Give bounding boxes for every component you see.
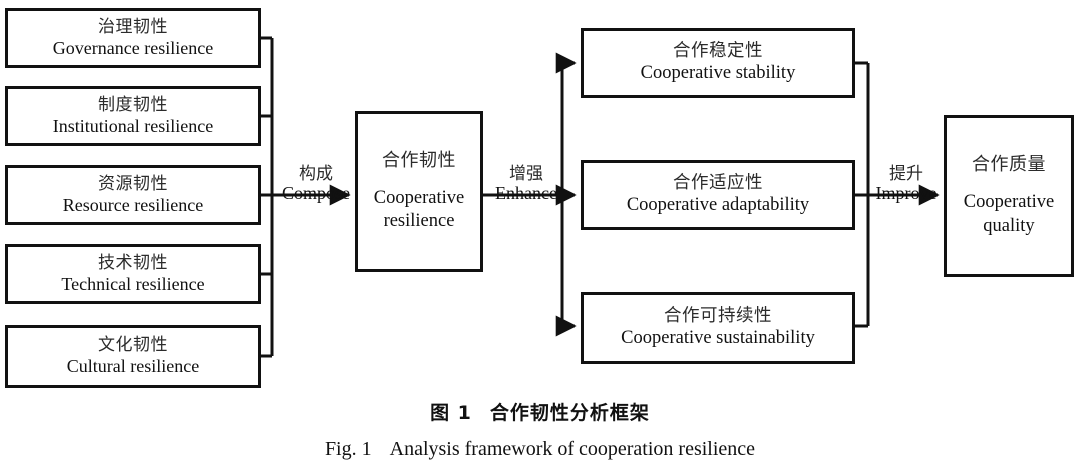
edge-label-enhance-en: Enhance [495,182,557,203]
result-label-en-line2: quality [983,215,1035,236]
input-label-en: Cultural resilience [66,356,200,377]
input-label-en: Governance resilience [52,37,214,58]
outcome-label-en: Cooperative sustainability [621,327,815,348]
result-label-en-line1: Cooperative [963,192,1055,213]
edge-label-enhance: 增强 Enhance [487,164,565,203]
input-box-cultural-resilience[interactable]: 文化韧性 Cultural resilience [5,325,261,388]
input-label-en: Resource resilience [62,194,204,215]
outcome-label-cn: 合作稳定性 [673,41,763,62]
figure-caption-en: Fig. 1 Analysis framework of cooperation … [0,438,1080,461]
outcome-box-cooperative-stability[interactable]: 合作稳定性 Cooperative stability [581,28,855,98]
outcome-box-cooperative-sustainability[interactable]: 合作可持续性 Cooperative sustainability [581,292,855,364]
input-label-cn: 技术韧性 [98,252,168,273]
edge-label-enhance-cn: 增强 [509,164,543,184]
figure-caption-cn-text: 合作韧性分析框架 [489,402,650,424]
result-box-cooperative-quality[interactable]: 合作质量 Cooperative quality [944,115,1074,277]
core-box-cooperative-resilience[interactable]: 合作韧性 Cooperative resilience [355,111,483,272]
figure-caption-cn-number: 图 1 [430,402,472,424]
input-label-en: Institutional resilience [52,115,214,136]
figure-caption-cn: 图 1 合作韧性分析框架 [0,398,1080,425]
input-label-en: Technical resilience [61,273,205,294]
outcome-label-cn: 合作适应性 [673,173,763,194]
input-box-technical-resilience[interactable]: 技术韧性 Technical resilience [5,244,261,304]
input-label-cn: 资源韧性 [98,173,168,194]
input-label-cn: 治理韧性 [98,16,168,37]
input-box-resource-resilience[interactable]: 资源韧性 Resource resilience [5,165,261,225]
outcome-label-cn: 合作可持续性 [664,306,772,327]
core-label-en-line1: Cooperative [373,187,465,208]
edge-label-improve-en: Improve [875,182,937,203]
figure-caption-en-text: Analysis framework of cooperation resili… [389,438,756,460]
edge-label-improve: 提升 Improve [870,164,942,203]
result-label-cn: 合作质量 [972,154,1046,176]
input-label-cn: 制度韧性 [98,94,168,115]
outcome-box-cooperative-adaptability[interactable]: 合作适应性 Cooperative adaptability [581,160,855,230]
outcome-label-en: Cooperative adaptability [626,194,810,215]
input-label-cn: 文化韧性 [98,335,168,356]
input-box-governance-resilience[interactable]: 治理韧性 Governance resilience [5,8,261,68]
core-label-en-line2: resilience [383,211,455,232]
edge-label-compose-en: Compose [281,182,350,203]
figure-caption-en-number: Fig. 1 [324,438,372,460]
outcome-label-en: Cooperative stability [640,62,796,83]
edge-label-compose-cn: 构成 [299,164,333,184]
edge-label-compose: 构成 Compose [277,164,355,203]
input-box-institutional-resilience[interactable]: 制度韧性 Institutional resilience [5,86,261,146]
core-label-cn: 合作韧性 [382,149,456,171]
edge-label-improve-cn: 提升 [889,164,923,184]
